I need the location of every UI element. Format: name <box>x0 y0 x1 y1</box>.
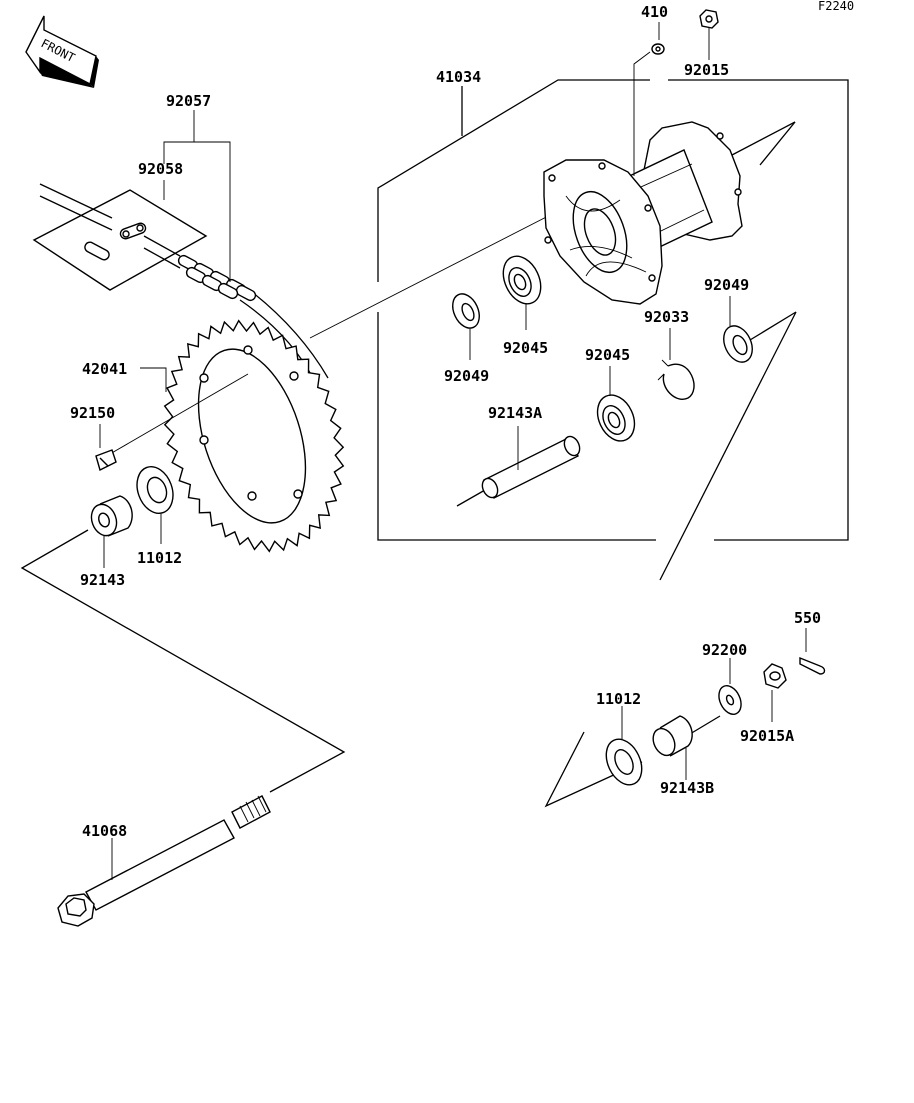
part-550-cotter-pin: 550 <box>794 609 826 675</box>
part-92200-washer: 92200 <box>702 641 747 715</box>
figure-code: F2240 <box>818 0 854 13</box>
label-11012-left: 11012 <box>137 549 182 567</box>
label-92045-center: 92045 <box>585 346 630 364</box>
part-92143-spacer: 92143 <box>80 495 133 589</box>
label-92058: 92058 <box>138 160 183 178</box>
label-92033: 92033 <box>644 308 689 326</box>
part-92150-bolt: 92150 <box>70 373 249 472</box>
part-92045-bearing-center: 92045 <box>585 346 636 442</box>
label-42041: 42041 <box>82 360 127 378</box>
label-92143B: 92143B <box>660 779 714 797</box>
part-11012-collar-left: 11012 <box>136 466 182 567</box>
part-92143B-spacer: 92143B <box>652 715 714 797</box>
label-92143A: 92143A <box>488 404 542 422</box>
part-11012-collar-right: 11012 <box>596 690 643 786</box>
part-92049-seal-right: 92049 <box>704 276 797 363</box>
label-92049-left: 92049 <box>444 367 489 385</box>
part-92033-circlip: 92033 <box>644 308 695 400</box>
label-92015A: 92015A <box>740 727 794 745</box>
drive-chain <box>39 183 329 381</box>
part-41068-axle: 41068 <box>57 795 271 927</box>
label-92200: 92200 <box>702 641 747 659</box>
label-11012-right: 11012 <box>596 690 641 708</box>
label-92057: 92057 <box>166 92 211 110</box>
label-410: 410 <box>641 3 668 21</box>
part-92058-master-link: 92058 <box>32 160 208 291</box>
label-92015: 92015 <box>684 61 729 79</box>
label-92143: 92143 <box>80 571 125 589</box>
rear-hub <box>309 121 796 339</box>
part-92057-chain-label: 92057 <box>163 92 231 282</box>
part-410-nut: 410 <box>633 3 668 176</box>
hub-group-outline <box>377 79 849 541</box>
right-side-alignment-lines <box>544 715 721 808</box>
part-92049-seal-left: 92049 <box>444 293 489 385</box>
part-92015A-nut: 92015A <box>740 663 794 745</box>
part-92015-nut: 92015 <box>684 9 729 79</box>
label-41068: 41068 <box>82 822 127 840</box>
label-92150: 92150 <box>70 404 115 422</box>
label-41034: 41034 <box>436 68 481 86</box>
part-92143A-spacer: 92143A <box>456 404 581 507</box>
label-550: 550 <box>794 609 821 627</box>
axle-alignment-lines <box>20 529 346 793</box>
part-42041-sprocket: 42041 <box>82 319 345 553</box>
label-92049-right: 92049 <box>704 276 749 294</box>
front-arrow-icon: FRONT <box>25 15 99 88</box>
label-92045-left: 92045 <box>503 339 548 357</box>
part-92045-bearing-left: 92045 <box>502 255 548 357</box>
